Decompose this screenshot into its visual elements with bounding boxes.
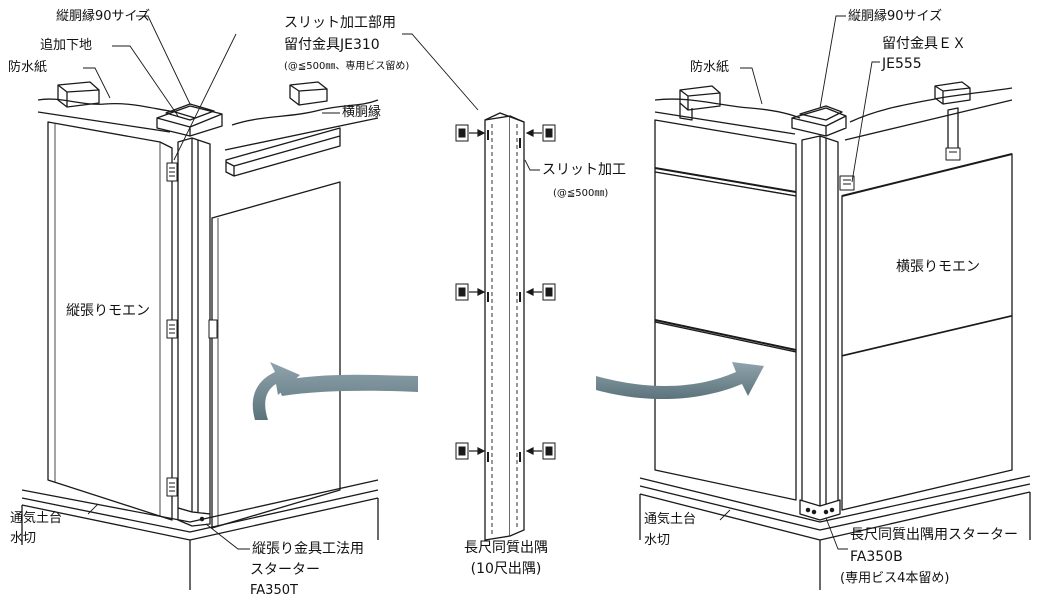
leader-lines [83, 15, 880, 550]
left-label-horizontal-furring: 横胴縁 [342, 105, 382, 120]
left-bracket-bottom [166, 477, 178, 497]
right-label-flashing: 水切 [644, 533, 671, 548]
center-label-slit-note: (@≦500㎜) [553, 188, 609, 199]
right-wall-top-edge [654, 98, 801, 119]
left-label-vertical-panel: 縦張りモエン [66, 303, 150, 319]
bracket-right-bottom [542, 442, 556, 460]
left-label-starter-code: FA350T [250, 583, 298, 598]
left-label-slit-bracket-name: 留付金具JE310 [284, 37, 380, 53]
bracket-left-bottom [455, 442, 469, 460]
right-label-starter-code: FA350B [850, 549, 903, 565]
right-starter [799, 499, 841, 521]
center-label-corner-name: 長尺同質出隅 [464, 540, 548, 556]
center-brackets [455, 124, 556, 460]
left-label-furring-90: 縦胴縁90サイズ [56, 9, 151, 24]
right-top-block-2 [934, 81, 971, 105]
corner-piece-side [509, 115, 525, 537]
right-right-panel-lower [841, 315, 1013, 511]
left-label-vent-sill: 通気土台 [10, 511, 63, 526]
left-label-waterproof-paper: 防水紙 [8, 60, 48, 75]
right-label-furring-90: 縦胴縁90サイズ [848, 9, 943, 24]
center-label-corner-note: (10尺出隅) [470, 561, 542, 577]
left-label-starter-sub: スターター [250, 562, 320, 578]
left-horizontal-furring [225, 127, 341, 177]
right-vent-sill [639, 475, 1031, 531]
right-corner-cap [791, 105, 847, 137]
left-assembly [21, 81, 379, 590]
bracket-right-top [542, 124, 556, 142]
center-corner-piece [484, 112, 525, 541]
right-label-horizontal-panel: 横張りモエン [896, 259, 980, 275]
corner-piece-front [484, 115, 511, 541]
left-wall-top-right-edge [231, 99, 379, 126]
left-label-added-base: 追加下地 [40, 38, 93, 53]
left-label-slit-bracket-title: スリット加工部用 [284, 15, 396, 31]
right-corner-post [801, 135, 839, 511]
right-left-panel-lower [654, 321, 797, 501]
right-assembly [639, 81, 1031, 590]
left-curved-arrow [252, 362, 418, 420]
right-label-starter-title: 長尺同質出隅用スターター [850, 527, 1018, 543]
right-label-bracket-code: JE555 [882, 56, 922, 72]
center-label-slit-process: スリット加工 [542, 162, 626, 178]
right-label-vent-sill: 通気土台 [644, 512, 697, 527]
right-foundation [639, 492, 1031, 590]
left-bracket-top [166, 162, 178, 182]
left-label-starter-title: 縦張り金具工法用 [252, 541, 364, 557]
left-bracket-mid [166, 319, 218, 339]
center-insert-arrows [469, 129, 542, 455]
left-vertical-panel [47, 121, 173, 521]
bracket-right-mid [542, 283, 556, 301]
left-top-block-2 [289, 81, 328, 106]
bracket-left-top [455, 124, 469, 142]
left-label-flashing: 水切 [10, 531, 37, 546]
right-label-waterproof-paper: 防水紙 [690, 60, 730, 75]
left-foundation [21, 498, 379, 590]
right-bracket-ex [839, 147, 961, 191]
bracket-left-mid [455, 283, 469, 301]
right-label-bracket-title: 留付金具ＥＸ [882, 36, 966, 52]
left-right-panel [211, 181, 341, 529]
right-curved-arrow [596, 362, 764, 400]
left-vent-sill [21, 479, 379, 533]
left-label-slit-bracket-note: (@≦500㎜、専用ビス留め) [284, 61, 410, 72]
right-top-block-1 [679, 85, 721, 111]
left-corner-post [177, 137, 211, 515]
right-label-starter-note: (専用ビス4本留め) [840, 571, 950, 586]
left-top-block-1 [57, 81, 100, 108]
